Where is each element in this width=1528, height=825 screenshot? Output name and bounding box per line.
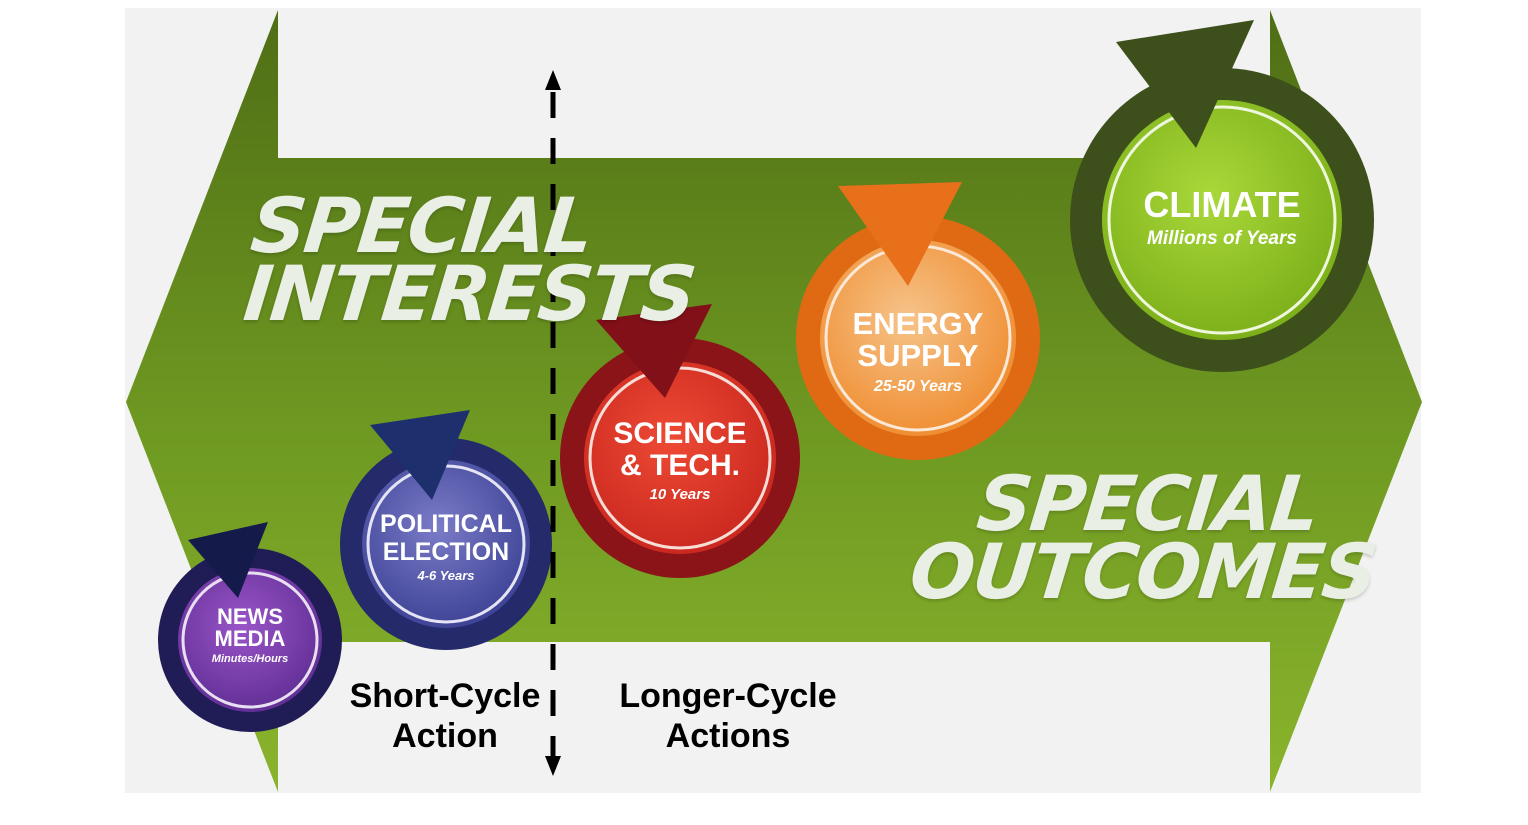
special-interests-title: SPECIAL INTERESTS xyxy=(239,181,699,338)
divider-arrowhead-up xyxy=(545,70,561,90)
news-media-period: Minutes/Hours xyxy=(211,653,289,665)
news-media-inner-ring xyxy=(181,571,319,709)
news-media-label: News Media Minutes/Hours xyxy=(180,604,320,666)
energy-supply-label: Energy Supply 25-50 Years xyxy=(828,308,1008,396)
political-election-arrow-icon xyxy=(370,410,470,500)
divider-arrowhead-down xyxy=(545,756,561,776)
science-tech-arrow-icon xyxy=(596,304,712,398)
political-election-disc xyxy=(362,460,530,628)
climate-arrow-icon xyxy=(1116,20,1254,148)
science-tech-disc xyxy=(584,362,776,554)
news-media-disc xyxy=(178,568,322,712)
energy-supply-name-line-1: Energy xyxy=(852,306,984,341)
climate-label: Climate Millions of Years xyxy=(1112,186,1332,250)
climate-name: Climate xyxy=(1143,184,1301,225)
climate-inner-ring xyxy=(1107,105,1337,335)
divider-line xyxy=(545,70,561,776)
energy-supply-disc xyxy=(820,240,1016,436)
longer-cycle-line-2: Actions xyxy=(665,717,791,755)
special-outcomes-title: SPECIAL OUTCOMES xyxy=(905,459,1380,616)
news-media-arrow-icon xyxy=(188,522,268,598)
political-election-label: Political Election 4-6 Years xyxy=(366,510,526,583)
political-election-period: 4-6 Years xyxy=(417,568,475,583)
cycle-news-media xyxy=(158,522,342,732)
science-tech-name-line-1: Science xyxy=(613,417,747,450)
political-election-name-line-1: Political xyxy=(380,510,512,538)
short-cycle-line-1: Short-Cycle xyxy=(349,677,541,715)
news-media-name-line-1: News xyxy=(217,604,283,629)
longer-cycle-line-1: Longer-Cycle xyxy=(619,677,837,715)
special-interests-line-2: INTERESTS xyxy=(239,249,699,338)
energy-supply-name-line-2: Supply xyxy=(857,338,979,373)
energy-supply-arrow-icon xyxy=(838,182,962,286)
climate-period: Millions of Years xyxy=(1147,228,1297,249)
science-tech-name-line-2: & Tech. xyxy=(620,449,740,482)
short-cycle-line-2: Action xyxy=(392,717,498,755)
energy-supply-period: 25-50 Years xyxy=(873,378,963,395)
longer-cycle-label: Longer-Cycle Actions xyxy=(596,676,860,756)
science-tech-period: 10 Years xyxy=(649,486,711,503)
news-media-name-line-2: Media xyxy=(214,626,286,651)
political-election-name-line-2: Election xyxy=(382,538,510,566)
short-cycle-label: Short-Cycle Action xyxy=(326,676,564,756)
climate-disc xyxy=(1102,100,1342,340)
cycle-science-tech xyxy=(560,304,800,578)
special-outcomes-line-2: OUTCOMES xyxy=(905,527,1380,616)
cycle-political-election xyxy=(340,410,552,650)
science-tech-label: Science & Tech. 10 Years xyxy=(590,417,770,504)
cycle-climate xyxy=(1070,20,1374,372)
cycle-energy-supply xyxy=(796,182,1040,460)
